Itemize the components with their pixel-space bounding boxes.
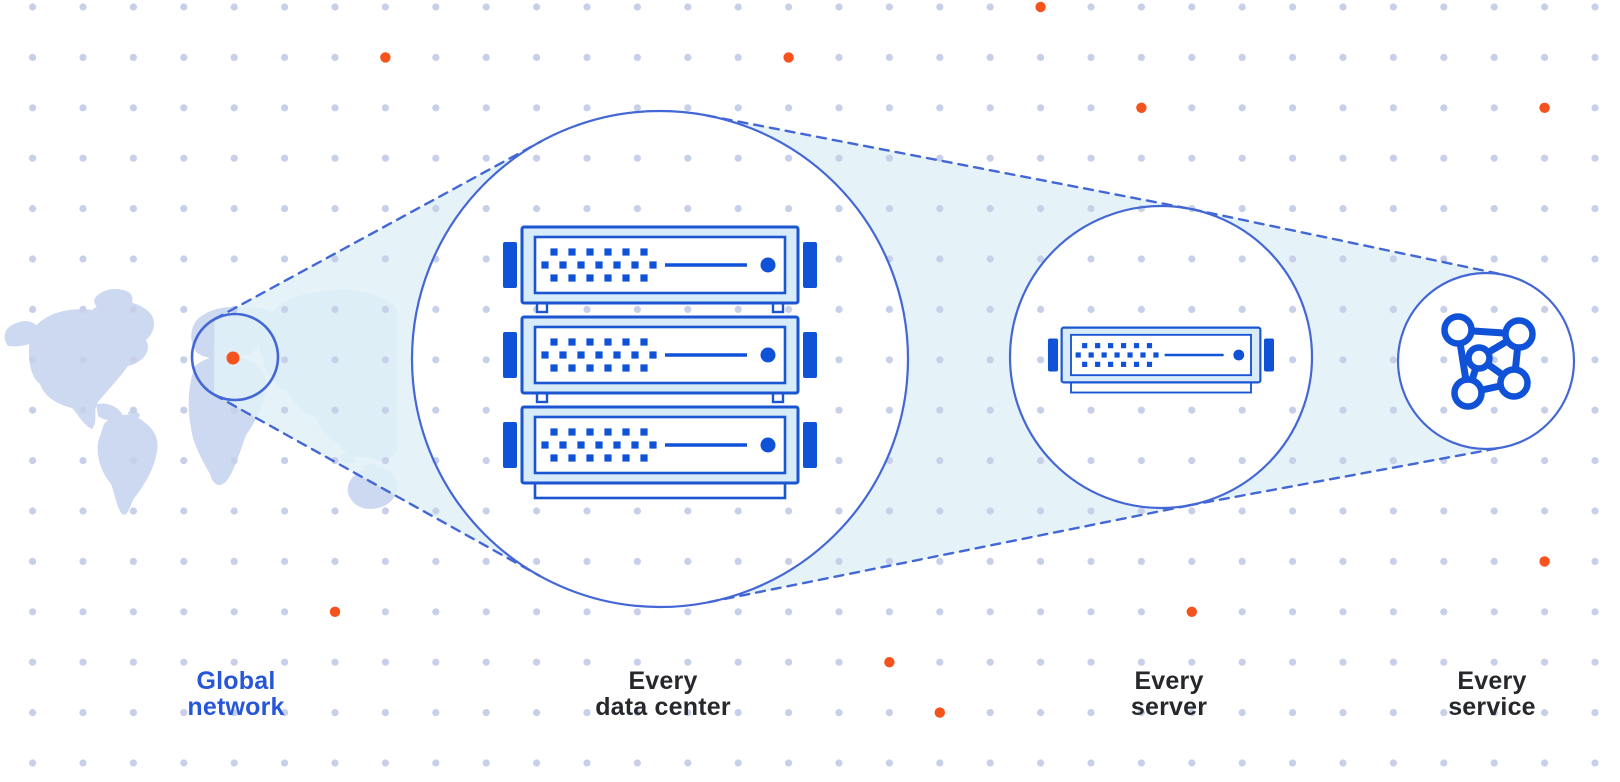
stage-circle-strokes xyxy=(190,109,1576,609)
map-marker-icon xyxy=(226,351,240,365)
stage-circle-every-server xyxy=(1008,204,1314,510)
orange-accent-dot xyxy=(783,52,794,63)
orange-accent-dot xyxy=(1539,556,1550,567)
accent-dots xyxy=(329,1,1550,718)
stage-circle-every-service xyxy=(1396,271,1576,451)
orange-accent-dot xyxy=(1186,606,1198,617)
orange-accent-dot xyxy=(1539,102,1550,114)
tangent-dashed-lines xyxy=(212,114,1506,604)
orange-accent-dot xyxy=(934,707,945,718)
orange-accent-dot xyxy=(1035,1,1046,13)
orange-accent-dot xyxy=(1136,102,1147,114)
stage-circle-global-network xyxy=(190,312,280,402)
server-icon xyxy=(1047,326,1275,394)
stage-label-global-network: Global network xyxy=(187,667,285,721)
orange-accent-dot xyxy=(884,657,895,668)
stage-circle-every-data-center xyxy=(410,109,910,609)
network-mesh-icon xyxy=(1441,313,1536,410)
server-rack-stack-icon xyxy=(503,225,817,500)
orange-accent-dot xyxy=(329,606,341,617)
stage-label-every-data-center: Every data center xyxy=(595,667,731,721)
stage-icons xyxy=(226,225,1536,500)
orange-accent-dot xyxy=(380,52,391,63)
stage-label-every-service: Every service xyxy=(1448,667,1536,721)
stage-label-every-server: Every server xyxy=(1130,667,1208,721)
